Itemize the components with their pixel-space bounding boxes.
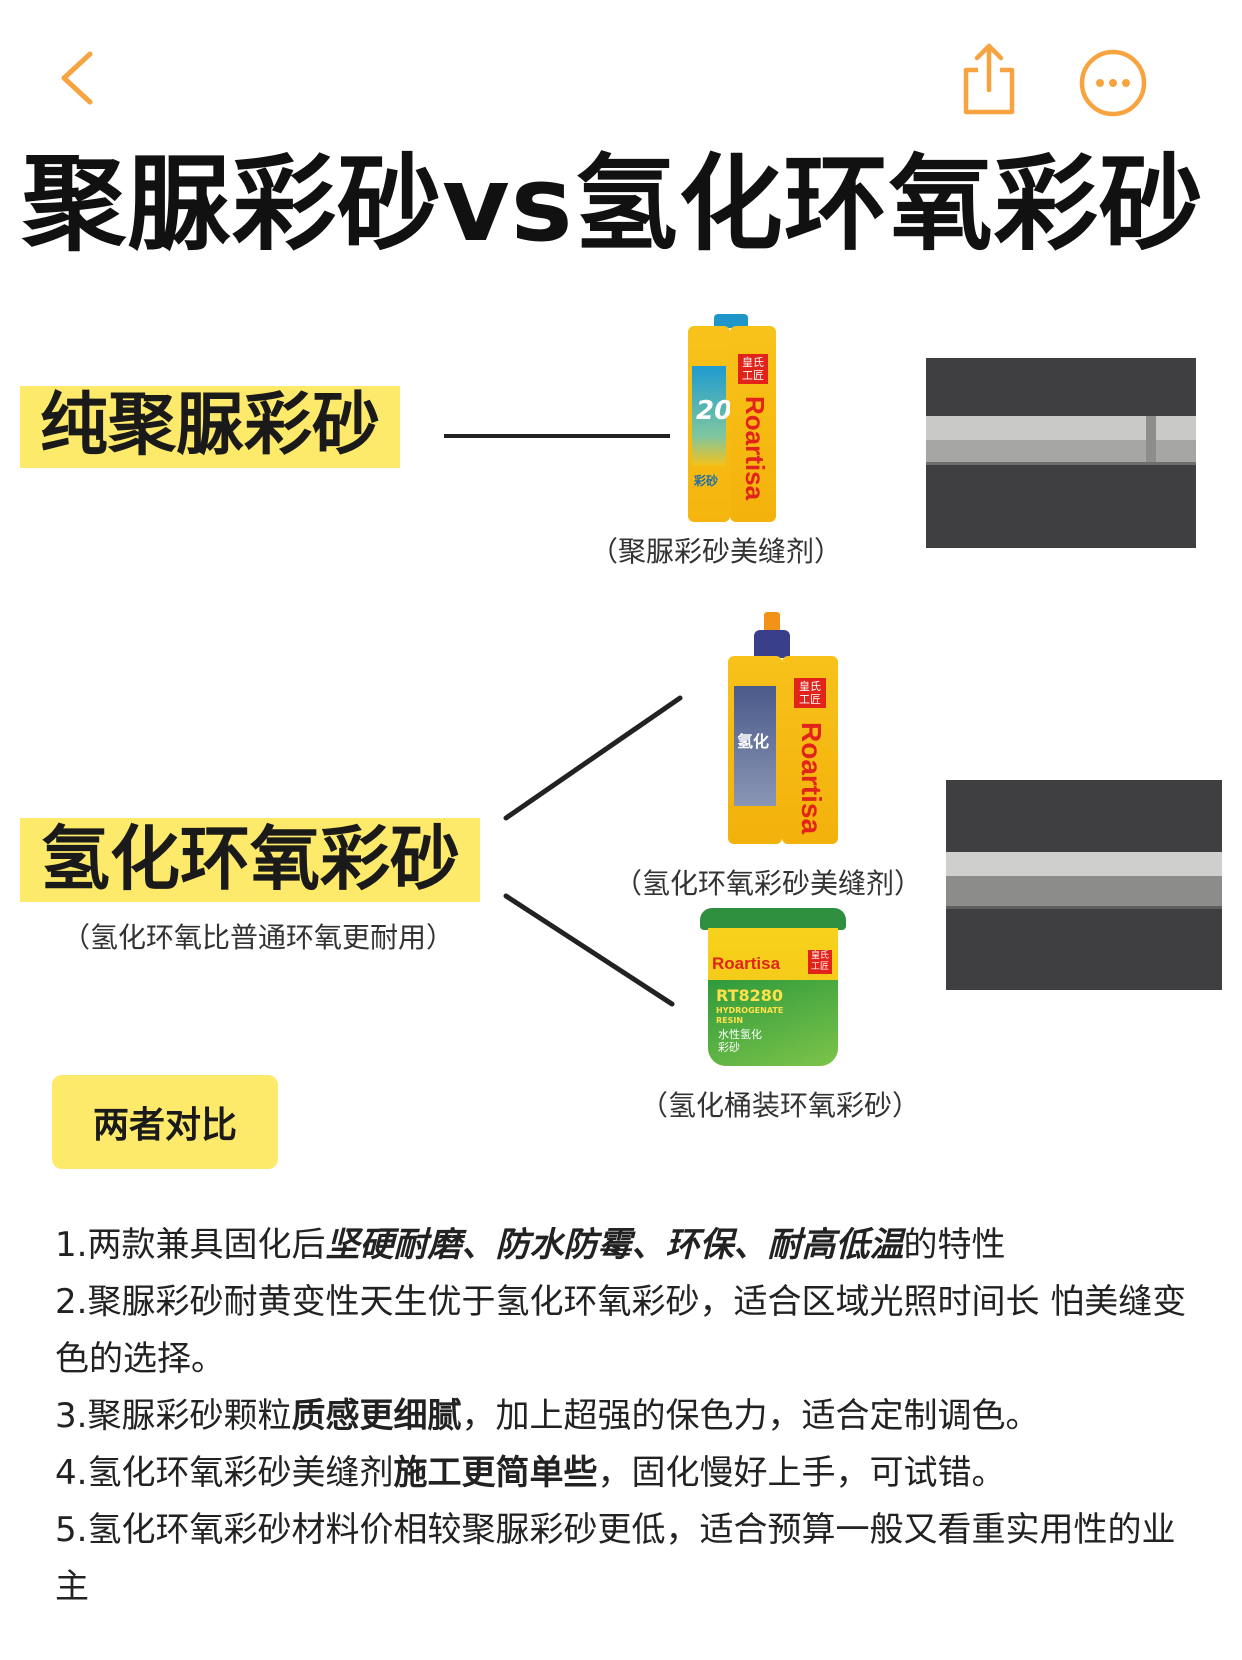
more-dots-icon — [1079, 49, 1147, 117]
polyurea-product-image: 20 彩砂 皇氏 工匠 Roartisa — [684, 314, 784, 524]
tube1-badge: 皇氏 工匠 — [738, 354, 768, 384]
bucket-sub: HYDROGENATE RESIN — [716, 1006, 784, 1025]
compare-list: 1.两款兼具固化后坚硬耐磨、防水防霉、环保、耐高低温的特性 2.聚脲彩砂耐黄变性… — [55, 1217, 1195, 1616]
polyurea-product-caption: （聚脲彩砂美缝剂） — [590, 535, 843, 568]
connector-branch — [503, 695, 683, 1007]
epoxy-bucket-caption: （氢化桶装环氧彩砂） — [640, 1089, 921, 1122]
epoxy-sample-photo — [946, 780, 1222, 990]
polyurea-label: 纯聚脲彩砂 — [20, 386, 401, 468]
tube2-brand: Roartisa — [796, 722, 827, 835]
epoxy-tube-image: 氢化 皇氏 工匠 Roartisa — [724, 612, 842, 844]
list-item: 2.聚脲彩砂耐黄变性天生优于氢化环氧彩砂，适合区域光照时间长 怕美缝变色的选择。 — [55, 1282, 1187, 1379]
list-item: 1.两款兼具固化后坚硬耐磨、防水防霉、环保、耐高低温的特性 — [55, 1225, 1006, 1265]
tube2-side-text: 氢化 — [737, 732, 770, 751]
bucket-model: RT8280 — [716, 986, 784, 1005]
back-button[interactable] — [50, 48, 110, 108]
epoxy-tube-caption: （氢化环氧彩砂美缝剂） — [614, 867, 923, 900]
list-item: 5.氢化环氧彩砂材料价相较聚脲彩砂更低，适合预算一般又看重实用性的业主 — [55, 1510, 1176, 1607]
tube1-side-text: 彩砂 — [694, 474, 719, 488]
bucket-text: 水性氢化 彩砂 — [718, 1028, 762, 1054]
bucket-brand: Roartisa — [712, 954, 781, 973]
bucket-badge: 皇氏 工匠 — [808, 950, 832, 974]
connector-line — [444, 434, 670, 438]
page-title: 聚脲彩砂vs氢化环氧彩砂 — [22, 143, 1204, 265]
tube1-number: 20 — [696, 396, 730, 426]
share-icon — [963, 43, 1015, 115]
epoxy-sublabel: （氢化环氧比普通环氧更耐用） — [62, 921, 455, 954]
tube1-brand: Roartisa — [740, 396, 770, 501]
tube2-badge: 皇氏 工匠 — [794, 678, 826, 708]
chevron-left-icon — [61, 51, 93, 105]
compare-tag: 两者对比 — [52, 1075, 278, 1169]
epoxy-label: 氢化环氧彩砂 — [20, 818, 480, 902]
list-item: 3.聚脲彩砂颗粒质感更细腻，加上超强的保色力，适合定制调色。 — [55, 1396, 1040, 1436]
more-button[interactable] — [1078, 48, 1148, 118]
list-item: 4.氢化环氧彩砂美缝剂施工更简单些，固化慢好上手，可试错。 — [55, 1453, 1006, 1493]
share-button[interactable] — [958, 42, 1020, 118]
epoxy-bucket-image: Roartisa 皇氏 工匠 RT8280 HYDROGENATE RESIN … — [700, 908, 846, 1068]
polyurea-sample-photo — [926, 358, 1196, 548]
